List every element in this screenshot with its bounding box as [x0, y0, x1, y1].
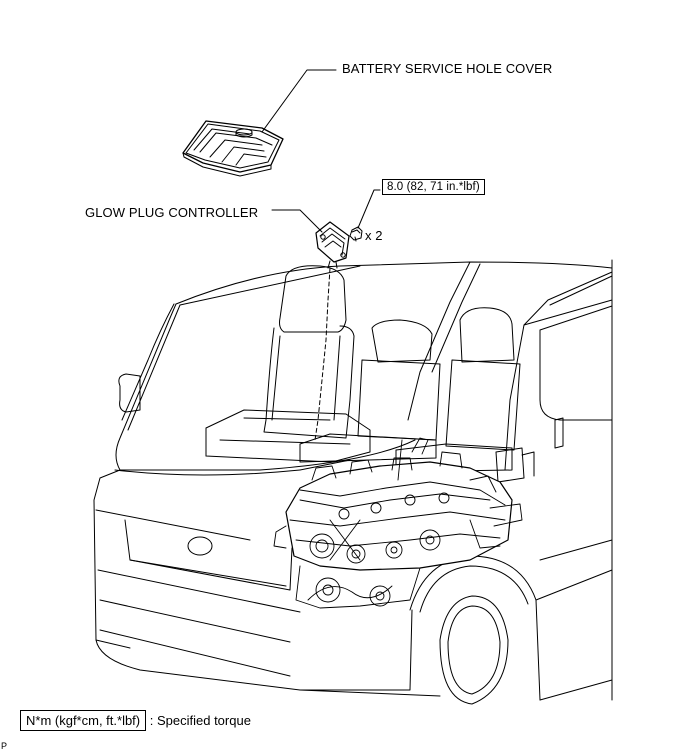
seats-illustration	[205, 265, 521, 473]
illustration-code: P	[1, 741, 8, 751]
engine-assembly-illustration	[273, 437, 523, 609]
battery-service-hole-cover-part	[182, 120, 284, 177]
install-dashed-line	[314, 267, 331, 441]
glow-plug-controller-label: GLOW PLUG CONTROLLER	[85, 205, 259, 220]
glow-plug-leader-line	[271, 209, 323, 233]
bolt-icon	[349, 226, 363, 242]
battery-service-hole-cover-label: BATTERY SERVICE HOLE COVER	[342, 61, 553, 76]
legend-description: : Specified torque	[149, 713, 251, 728]
torque-leader-line	[357, 189, 381, 229]
battery-leader-line	[261, 69, 337, 133]
glow-plug-controller-part	[315, 221, 350, 269]
legend-unit-box: N*m (kgf*cm, ft.*lbf)	[20, 710, 147, 731]
torque-legend: N*m (kgf*cm, ft.*lbf) : Specified torque	[20, 710, 251, 731]
bolt-quantity-label: x 2	[365, 228, 383, 243]
torque-spec-box: 8.0 (82, 71 in.*lbf)	[382, 179, 485, 195]
van-cabin-illustration	[93, 259, 613, 705]
